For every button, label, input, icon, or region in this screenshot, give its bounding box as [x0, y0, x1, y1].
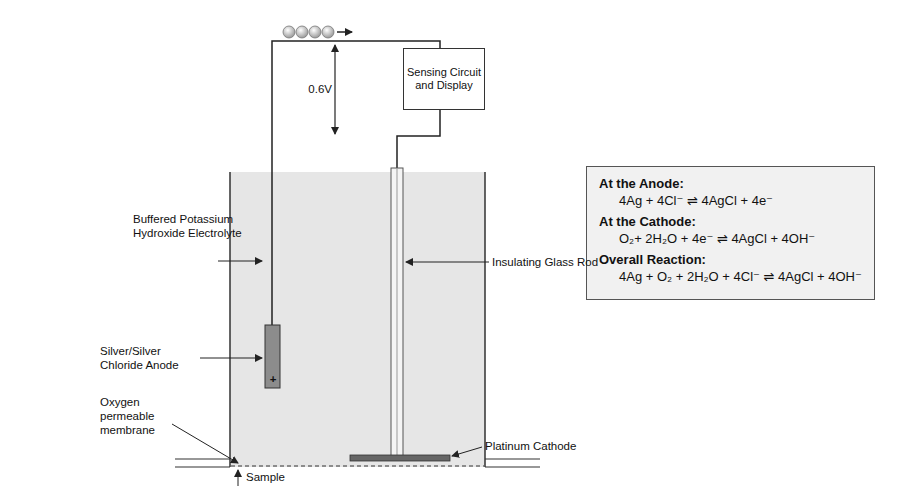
- section-heading: Overall Reaction:: [599, 251, 862, 268]
- cathode-label: Platinum Cathode: [485, 439, 625, 453]
- reaction-equation: 4Ag + O₂ + 2H₂O + 4Cl⁻ ⇌ 4AgCl + 4OH⁻: [599, 268, 862, 285]
- section-heading: At the Cathode:: [599, 213, 862, 230]
- box-text: Sensing Circuit and Display: [407, 66, 481, 92]
- electrolyte-label: Buffered Potassium Hydroxide Electrolyte: [133, 212, 253, 240]
- reaction-equation: 4Ag + 4Cl⁻ ⇌ 4AgCl + 4e⁻: [599, 192, 862, 209]
- voltage-label: 0.6V: [296, 82, 332, 96]
- membrane-label: Oxygen permeable membrane: [100, 395, 195, 437]
- polarity-sign: +: [266, 372, 280, 386]
- reaction-equation: O₂+ 2H₂O + 4e⁻ ⇌ 4AgCl + 4OH⁻: [599, 230, 862, 247]
- section-heading: At the Anode:: [599, 175, 862, 192]
- glass-rod-label: Insulating Glass Rod: [492, 255, 652, 269]
- sample-label: Sample: [246, 470, 326, 484]
- reaction-box: At the Anode:4Ag + 4Cl⁻ ⇌ 4AgCl + 4e⁻ At …: [586, 166, 875, 300]
- display-box: Sensing Circuit and Display: [403, 48, 485, 110]
- anode-label: Silver/Silver Chloride Anode: [100, 344, 200, 372]
